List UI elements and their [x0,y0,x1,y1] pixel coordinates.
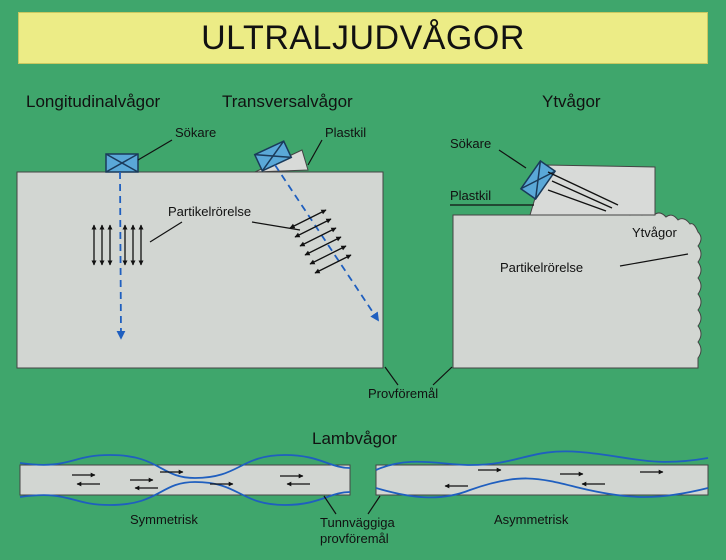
lamb-wave-symmetric-top [19,454,351,479]
surface-beam-lines [547,171,619,212]
heading-longitudinal: Longitudinalvågor [26,92,161,111]
label-probe-top: Sökare [175,125,216,140]
label-test-object: Provföremål [368,386,438,401]
pointer-thin-walled-right [367,495,381,515]
leader-wedge-top [307,139,323,166]
label-wedge-right: Plastkil [450,188,491,203]
lamb-wave-symmetric-bottom [19,481,351,506]
lamb-particle-arrows-symmetric [72,469,310,491]
probe-transversal [253,140,293,172]
label-particle-left: Partikelrörelse [168,204,251,219]
leader-probe-right [498,149,527,169]
pointer-test-object-right [432,366,453,386]
probe-surface [519,159,557,201]
lamb-wave-asymmetric-bottom [375,477,709,499]
label-thin-walled-1: Tunnväggiga [320,515,395,530]
page-title: ULTRALJUDVÅGOR [201,18,525,57]
leader-probe-top [137,139,173,161]
label-thin-walled-2: provföremål [320,531,389,546]
title-banner: ULTRALJUDVÅGOR [18,12,708,64]
test-block-left [16,171,384,369]
pointer-test-object-left [384,366,399,386]
lamb-particle-arrows-asymmetric [444,467,664,489]
label-surface-wave: Ytvågor [632,225,677,240]
longitudinal-beam [116,171,126,340]
particle-arrows-longitudinal [91,224,144,266]
leader-particle-left-a [149,221,183,243]
plate-symmetric [19,464,351,496]
lamb-wave-asymmetric-top [375,450,709,471]
leader-particle-left-b [251,221,301,231]
heading-transversal: Transversalvågor [222,92,353,111]
label-particle-right: Partikelrörelse [500,260,583,275]
leader-particle-right [619,253,689,267]
label-wedge-top: Plastkil [325,125,366,140]
label-probe-right: Sökare [450,136,491,151]
label-asymmetric: Asymmetrisk [494,512,569,527]
label-symmetric: Symmetrisk [130,512,198,527]
heading-lamb: Lambvågor [312,429,397,448]
heading-surface: Ytvågor [542,92,601,111]
particle-arrows-transversal [289,209,352,274]
probe-longitudinal [105,153,139,173]
pointer-thin-walled-left [323,495,337,515]
